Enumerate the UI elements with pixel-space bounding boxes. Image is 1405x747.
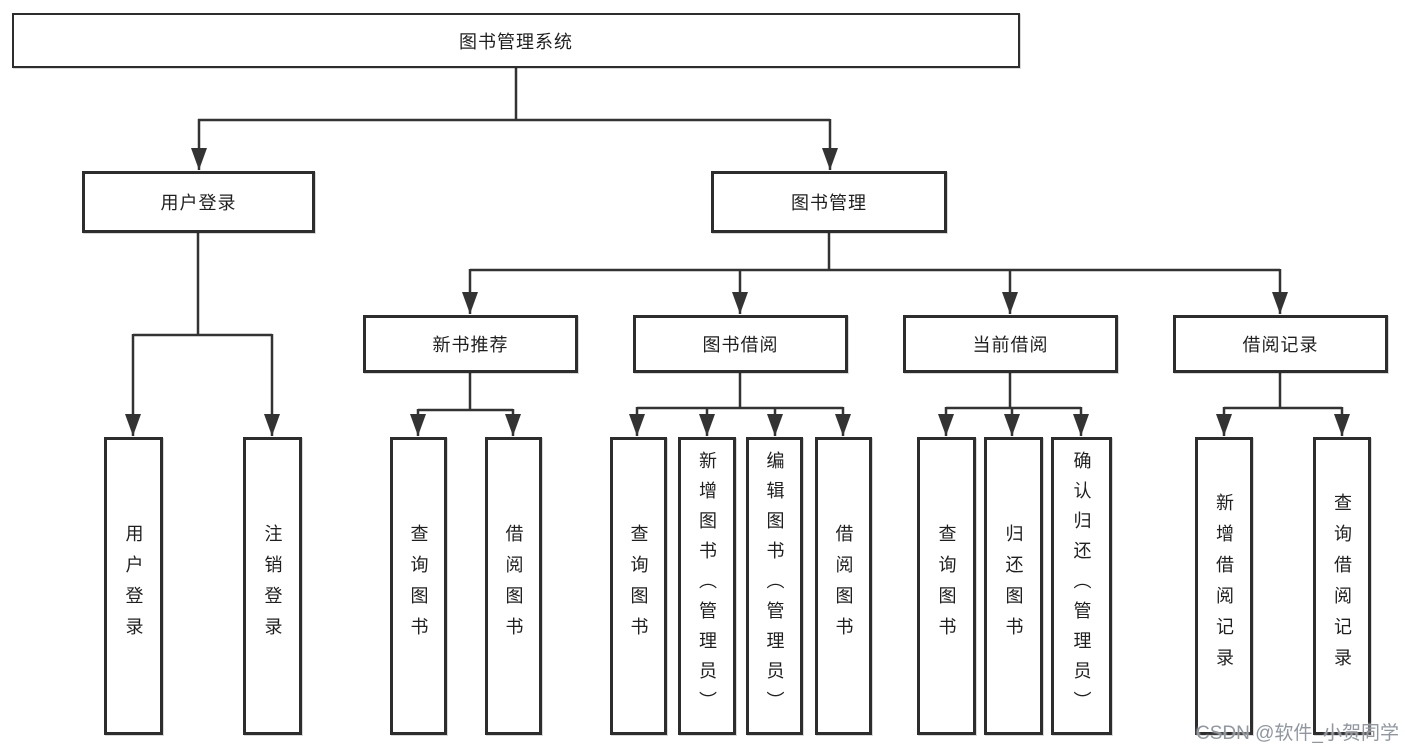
leaf-user-login-label: 用户登录 xyxy=(123,524,144,648)
node-user-login: 用户登录 xyxy=(82,171,315,233)
leaf-user-login: 用户登录 xyxy=(104,437,163,735)
node-current-borrowing-label: 当前借阅 xyxy=(972,335,1049,355)
leaf-query-books-3: 查询图书 xyxy=(917,437,976,735)
node-root: 图书管理系统 xyxy=(12,13,1020,68)
leaf-query-books-3-label: 查询图书 xyxy=(936,524,957,648)
leaf-confirm-return-admin: 确认归还（管理员） xyxy=(1051,437,1112,735)
leaf-add-book-admin: 新增图书（管理员） xyxy=(678,437,736,735)
leaf-add-borrow-record: 新增借阅记录 xyxy=(1195,437,1253,735)
leaf-return-books-label: 归还图书 xyxy=(1003,524,1024,648)
leaf-logout-label: 注销登录 xyxy=(262,524,283,648)
node-book-management: 图书管理 xyxy=(711,171,947,233)
node-current-borrowing: 当前借阅 xyxy=(903,315,1118,373)
leaf-query-books-1-label: 查询图书 xyxy=(408,524,429,648)
node-book-borrowing: 图书借阅 xyxy=(633,315,848,373)
leaf-query-books-1: 查询图书 xyxy=(390,437,447,735)
csdn-watermark: CSDN @软件_小贺同学 xyxy=(1196,723,1399,744)
leaf-borrow-books-1-label: 借阅图书 xyxy=(503,524,524,648)
node-book-borrowing-label: 图书借阅 xyxy=(702,335,779,355)
leaf-confirm-return-admin-label: 确认归还（管理员） xyxy=(1071,451,1092,721)
leaf-query-borrow-record: 查询借阅记录 xyxy=(1313,437,1371,735)
leaf-return-books: 归还图书 xyxy=(984,437,1043,735)
leaf-query-books-2-label: 查询图书 xyxy=(628,524,649,648)
node-root-label: 图书管理系统 xyxy=(459,31,573,52)
leaf-edit-book-admin-label: 编辑图书（管理员） xyxy=(764,451,785,721)
leaf-query-borrow-record-label: 查询借阅记录 xyxy=(1332,493,1352,679)
leaf-query-books-2: 查询图书 xyxy=(610,437,667,735)
node-user-login-label: 用户登录 xyxy=(160,193,237,213)
leaf-borrow-books-2: 借阅图书 xyxy=(815,437,872,735)
leaf-logout: 注销登录 xyxy=(243,437,302,735)
node-book-management-label: 图书管理 xyxy=(791,193,867,213)
leaf-add-book-admin-label: 新增图书（管理员） xyxy=(697,451,717,721)
node-borrowing-records: 借阅记录 xyxy=(1173,315,1388,373)
node-new-book-recommend-label: 新书推荐 xyxy=(432,335,509,355)
node-borrowing-records-label: 借阅记录 xyxy=(1242,335,1319,355)
leaf-edit-book-admin: 编辑图书（管理员） xyxy=(746,437,803,735)
leaf-add-borrow-record-label: 新增借阅记录 xyxy=(1214,493,1234,679)
node-new-book-recommend: 新书推荐 xyxy=(363,315,578,373)
leaf-borrow-books-2-label: 借阅图书 xyxy=(833,524,854,648)
leaf-borrow-books-1: 借阅图书 xyxy=(485,437,542,735)
